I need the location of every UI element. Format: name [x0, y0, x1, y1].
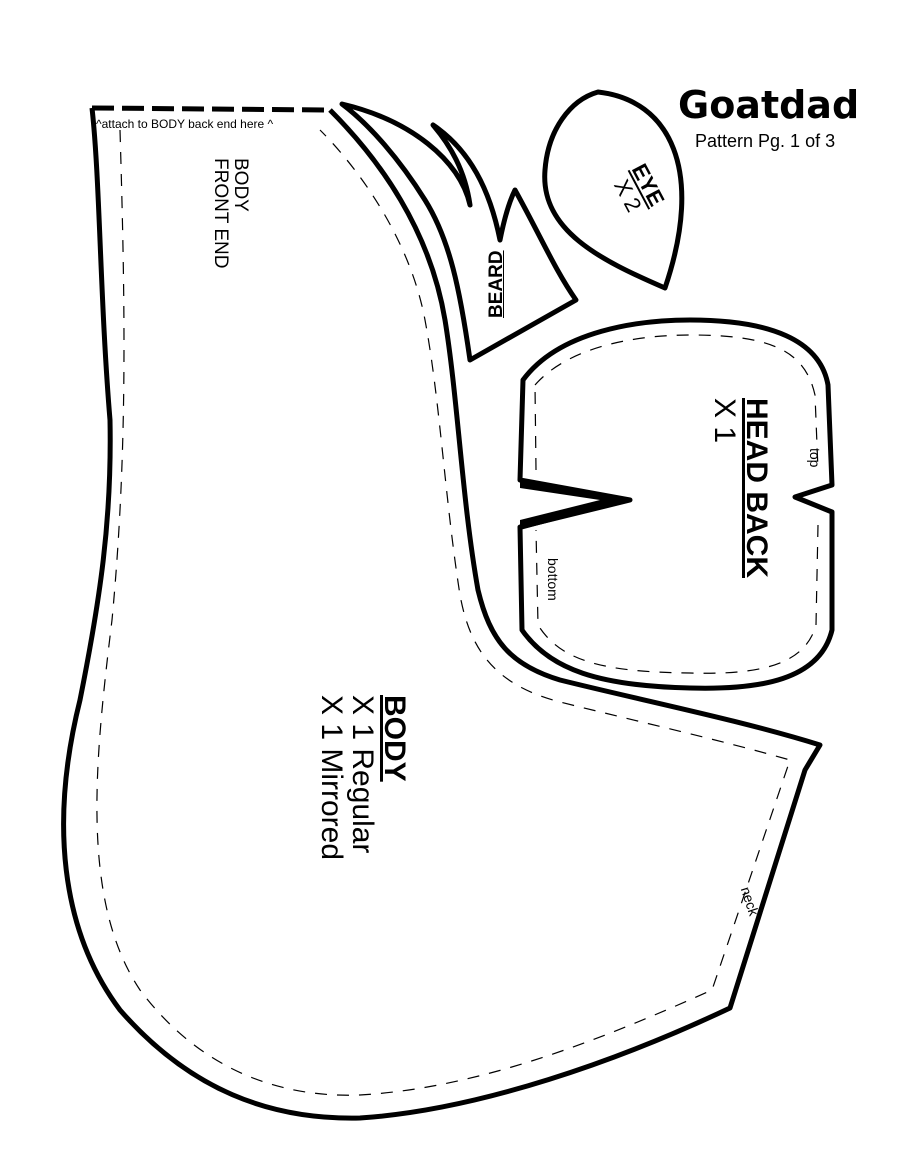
attach-note: ^attach to BODY back end here ^	[96, 117, 274, 131]
eye-piece-outline	[542, 89, 685, 291]
head-back-label: HEAD BACK X 1	[708, 398, 774, 578]
page-subtitle: Pattern Pg. 1 of 3	[695, 131, 836, 151]
body-piece-outline	[61, 107, 823, 1121]
head-back-bottom-label: bottom	[545, 558, 561, 601]
head-back-qty: X 1	[708, 398, 742, 444]
body-front-label-line1: BODY	[230, 158, 251, 212]
body-front-end-label: BODY FRONT END	[210, 158, 251, 269]
page-title: Goatdad	[678, 83, 860, 127]
body-top-edge	[91, 105, 331, 113]
beard-piece-outline	[339, 101, 579, 363]
head-back-top-label: top	[807, 448, 823, 468]
body-qty-mirrored: X 1 Mirrored	[315, 695, 348, 861]
head-back-seam-line	[534, 334, 819, 674]
body-qty-regular: X 1 Regular	[346, 695, 380, 854]
body-seam-line	[96, 129, 791, 1096]
body-name: BODY	[378, 695, 411, 782]
body-label: BODY X 1 Regular X 1 Mirrored	[315, 695, 411, 861]
body-front-label-line2: FRONT END	[210, 158, 232, 269]
head-back-piece-outline	[517, 317, 835, 691]
beard-label: BEARD	[486, 250, 507, 318]
dart-fill-bottom	[520, 478, 632, 530]
head-back-name: HEAD BACK	[740, 398, 773, 578]
